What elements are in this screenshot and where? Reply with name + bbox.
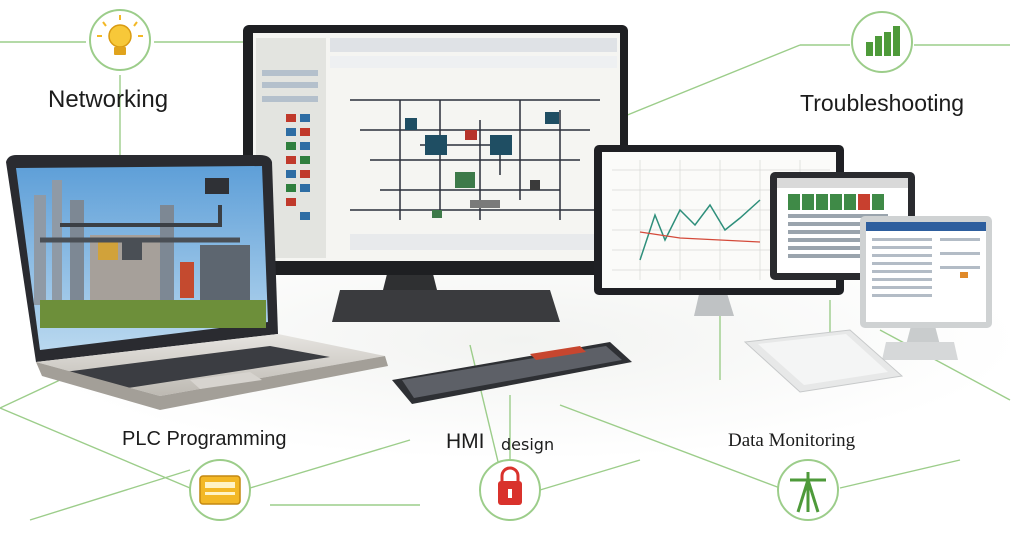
- laptop-plant-scene: [34, 178, 266, 328]
- bar-chart-icon: [851, 11, 913, 73]
- main-monitor-palette: [262, 70, 318, 220]
- laptop-touchpad: [190, 372, 262, 389]
- table-monitor: [860, 216, 992, 360]
- table-rows: [872, 238, 980, 297]
- transmission-tower-icon: [777, 459, 839, 521]
- label-hmi: HMI: [446, 430, 485, 453]
- label-troubleshooting: Troubleshooting: [800, 90, 965, 116]
- label-data-monitoring: Data Monitoring: [728, 430, 856, 451]
- lock-icon: [479, 459, 541, 521]
- lightbulb-icon: [89, 9, 151, 71]
- label-plc-programming: PLC Programming: [122, 428, 287, 450]
- laptop: [6, 155, 388, 410]
- chart-line-red: [639, 231, 761, 243]
- panel-icon: [189, 459, 251, 521]
- status-tiles: [788, 194, 888, 258]
- white-keyboard: [743, 329, 904, 393]
- main-monitor: [243, 25, 628, 322]
- chart-line-teal: [639, 199, 761, 261]
- label-hmi-design: design: [501, 435, 555, 454]
- center-keyboard: [392, 342, 632, 404]
- label-networking: Networking: [48, 86, 169, 113]
- laptop-keyboard: [64, 346, 330, 388]
